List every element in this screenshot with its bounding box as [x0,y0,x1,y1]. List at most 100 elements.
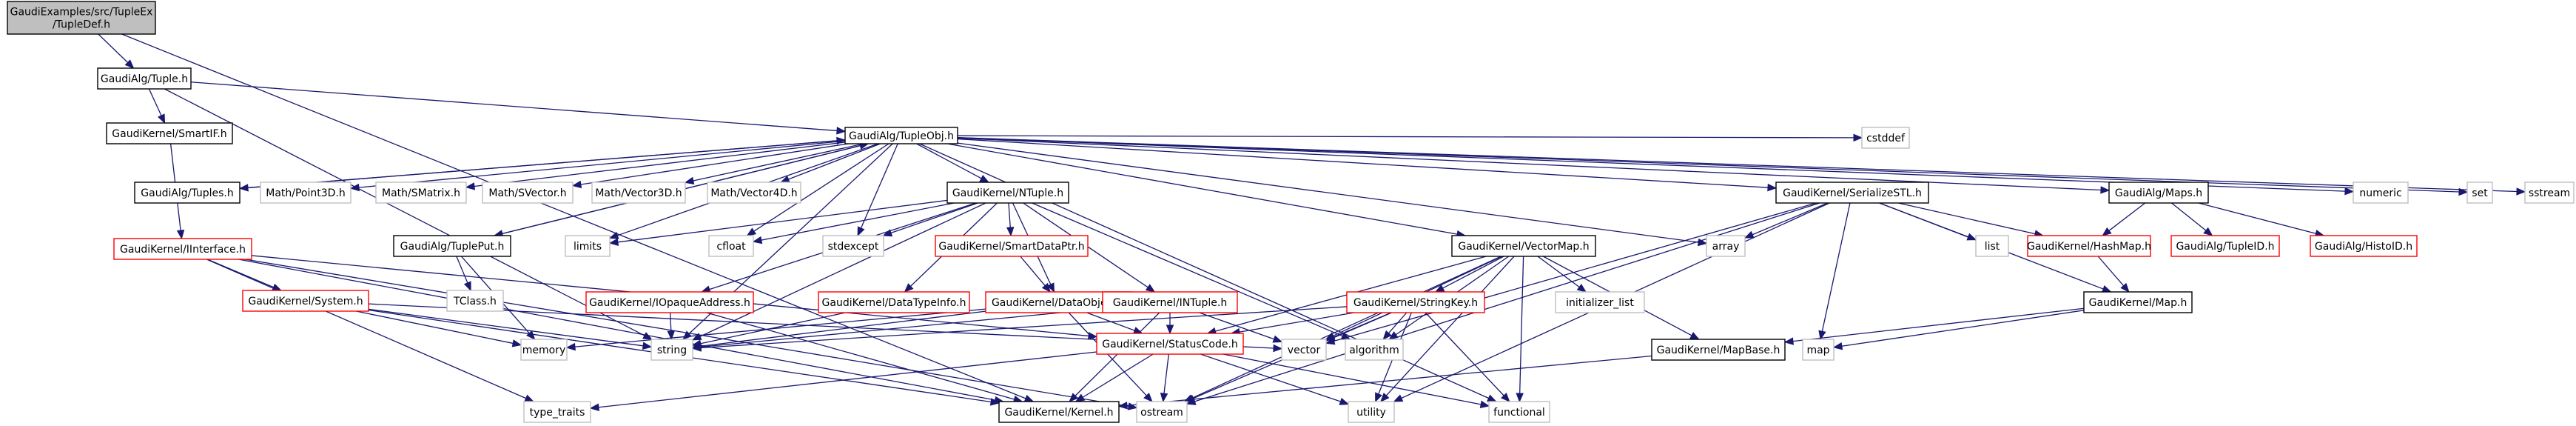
node-label: GaudiAlg/HistoID.h [2315,241,2412,253]
node-label: Math/Point3D.h [266,187,346,199]
node-maps[interactable]: GaudiAlg/Maps.h [2108,182,2209,204]
node-type_traits[interactable]: type_traits [523,401,591,423]
edge-line [617,199,948,243]
node-stringkey[interactable]: GaudiKernel/StringKey.h [1346,291,1485,313]
node-string[interactable]: string [650,339,693,361]
node-smatrix[interactable]: Math/SMatrix.h [375,182,467,204]
edge-line [1126,355,1652,406]
node-label: GaudiExamples/src/TupleEx [10,7,153,19]
node-label: GaudiKernel/System.h [248,296,363,307]
node-box [818,291,970,313]
edge-ntuple-to-limits [608,199,948,246]
node-memory[interactable]: memory [520,339,568,361]
node-iopaque[interactable]: GaudiKernel/IOpaqueAddress.h [585,291,754,313]
edge-line [890,202,978,234]
node-map[interactable]: map [1802,339,1835,361]
node-box [1102,291,1238,313]
node-box [2466,182,2493,204]
edge-line [1519,256,1524,394]
edge-vectormap-to-utility [1379,256,1515,402]
edge-tuples-to-tupleobj [239,136,847,189]
arrowhead [1818,330,1826,341]
node-vector3d[interactable]: Math/Vector3D.h [591,182,686,204]
edge-ntuple-to-stdexcept [882,202,978,237]
node-datatypeinfo[interactable]: GaudiKernel/DataTypeInfo.h [818,291,970,313]
node-box [260,182,352,204]
edge-stringkey-to-functional [1425,312,1510,402]
node-kernel[interactable]: GaudiKernel/Kernel.h [998,401,1120,423]
edge-tupleobj-to-smatrix [465,142,846,190]
node-label: GaudiKernel/DataTypeInfo.h [822,297,966,309]
arrowhead [746,227,757,236]
arrowhead [349,183,360,192]
node-functional[interactable]: functional [1488,401,1550,423]
arrowhead [124,59,135,69]
edge-line [700,312,846,345]
node-utility[interactable]: utility [1348,401,1395,423]
node-intuple[interactable]: GaudiKernel/INTuple.h [1102,291,1238,313]
arrowhead [1041,282,1052,293]
arrowhead [1117,402,1128,410]
edge-statuscode-to-ostream [1160,353,1169,403]
arrowhead [1382,330,1392,340]
node-histoid[interactable]: GaudiAlg/HistoID.h [2310,235,2418,257]
arrowhead [158,113,166,124]
node-set[interactable]: set [2466,182,2493,204]
arrowhead [904,283,914,293]
node-tupleput[interactable]: GaudiAlg/TuplePut.h [393,235,511,257]
node-tclass[interactable]: TClass.h [446,290,504,312]
node-statuscode[interactable]: GaudiKernel/StatusCode.h [1096,333,1244,355]
node-label: array [1712,241,1740,253]
node-ntuple[interactable]: GaudiKernel/NTuple.h [946,182,1069,204]
node-label: GaudiKernel/Kernel.h [1004,407,1113,419]
node-tuple[interactable]: GaudiAlg/Tuple.h [97,67,192,90]
node-box [393,235,511,257]
node-mapbase[interactable]: GaudiKernel/MapBase.h [1651,339,1786,361]
edge-line [1442,256,1504,289]
node-stdexcept[interactable]: stdexcept [822,235,884,257]
node-ostream[interactable]: ostream [1136,401,1188,423]
node-cfloat[interactable]: cfloat [708,235,754,257]
edge-statuscode-to-functional [1223,353,1490,408]
node-tuples[interactable]: GaudiAlg/Tuples.h [134,182,241,204]
edge-line [957,138,1769,188]
node-label: Math/SMatrix.h [382,187,460,199]
node-point3d[interactable]: Math/Point3D.h [260,182,352,204]
node-initializer_list[interactable]: initializer_list [1555,291,1645,313]
node-smartif[interactable]: GaudiKernel/SmartIF.h [106,122,233,144]
node-algorithm[interactable]: algorithm [1345,339,1404,361]
edge-line [1199,312,1274,340]
arrowhead [1006,227,1015,237]
node-box [482,182,574,204]
edge-line [1239,312,1355,333]
node-hashmap[interactable]: GaudiKernel/HashMap.h [2027,235,2151,257]
arrowhead [882,229,893,237]
edge-line [946,143,1458,235]
node-vectormap[interactable]: GaudiKernel/VectorMap.h [1451,235,1596,257]
edge-line [1163,353,1169,394]
node-label: GaudiAlg/Tuples.h [141,187,233,199]
node-label: cstddef [1866,133,1906,144]
node-iinterface[interactable]: GaudiKernel/IInterface.h [113,238,252,260]
node-system[interactable]: GaudiKernel/System.h [242,290,369,312]
node-numeric[interactable]: numeric [2353,182,2409,204]
arrowhead [1479,400,1490,408]
node-vector4d[interactable]: Math/Vector4D.h [707,182,801,204]
node-vector[interactable]: vector [1281,339,1327,361]
node-box [1651,339,1786,361]
node-serializestl[interactable]: GaudiKernel/SerializeSTL.h [1775,182,1929,204]
edge-vectormap-to-initializer_list [1537,256,1587,293]
edge-line [2108,202,2146,231]
node-tupleobj[interactable]: GaudiAlg/TupleObj.h [844,127,958,144]
node-svector[interactable]: Math/SVector.h [482,182,574,204]
node-sstream[interactable]: sstream [2524,182,2575,204]
node-box [2353,182,2409,204]
node-tupleid[interactable]: GaudiAlg/TupleID.h [2170,235,2280,257]
node-array[interactable]: array [1706,235,1746,257]
node-smartdataptr[interactable]: GaudiKernel/SmartDataPtr.h [935,235,1089,257]
node-limits[interactable]: limits [565,235,611,257]
node-list[interactable]: list [1975,235,2009,257]
node-cstddef[interactable]: cstddef [1861,127,1910,149]
node-box [650,339,693,361]
node-gkmap[interactable]: GaudiKernel/Map.h [2083,291,2193,313]
